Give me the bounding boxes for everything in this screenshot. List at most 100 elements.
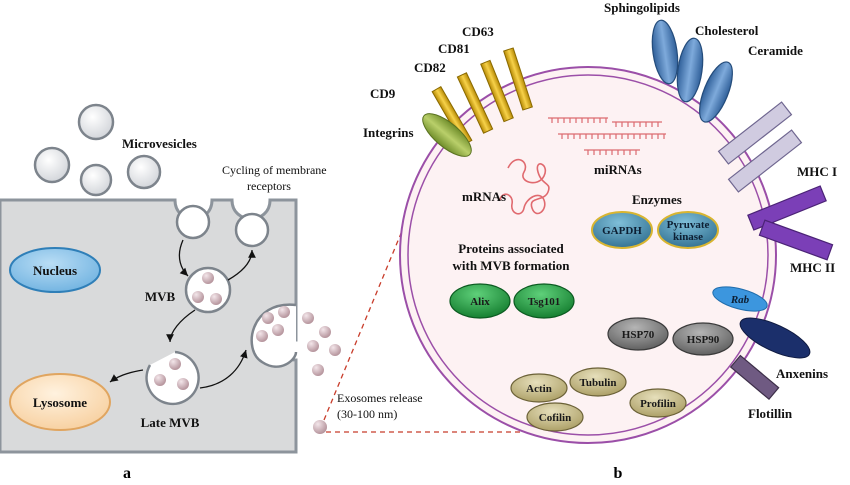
pyruvate-label-line1: Pyruvate (667, 219, 710, 231)
alix-protein (449, 283, 511, 319)
intraluminal-vesicle (272, 324, 284, 336)
mhc-i-label: MHC I (797, 164, 837, 179)
nucleus (9, 247, 101, 293)
intraluminal-vesicle (192, 291, 204, 303)
integrins-label: Integrins (363, 125, 414, 140)
panel-a: Nucleus Lysosome MVB Late MVB (0, 103, 423, 482)
nucleus-label: Nucleus (33, 263, 77, 278)
late-mvb (145, 350, 200, 406)
budding-vesicle (79, 163, 113, 197)
intraluminal-vesicle (262, 312, 274, 324)
profilin-label: Profilin (640, 398, 676, 410)
exosomes-release-label: Exosomes release (337, 391, 423, 405)
cd81-label: CD81 (438, 41, 470, 56)
mrna-strand (499, 158, 550, 215)
late-mvb-label: Late MVB (141, 415, 200, 430)
anxenin-protein (739, 317, 811, 359)
exosome (313, 420, 327, 434)
cycling-label-line1: Cycling of membrane (222, 163, 327, 177)
cofilin-protein (526, 402, 584, 432)
actin-label: Actin (526, 383, 552, 395)
hsp70-protein (607, 317, 669, 351)
mhc-ii-protein (747, 185, 827, 231)
cycling-label-line2: receptors (247, 179, 291, 193)
exosome (307, 340, 319, 352)
panel-a-label: a (123, 465, 131, 482)
cd63-protein (503, 47, 533, 111)
intraluminal-vesicle (210, 293, 222, 305)
sphingolipid (651, 19, 679, 85)
exosome (312, 364, 324, 376)
ceramide-label: Ceramide (748, 43, 803, 58)
mirnas-label: miRNAs (594, 162, 642, 177)
intraluminal-vesicle (256, 330, 268, 342)
pyruvate-label-line2: kinase (673, 231, 703, 243)
mrnas-label: mRNAs (462, 189, 506, 204)
exosome (302, 312, 314, 324)
intraluminal-vesicle (278, 306, 290, 318)
endosome (175, 204, 211, 240)
exosome (319, 326, 331, 338)
mhc-i-protein (717, 101, 793, 165)
cd9-label: CD9 (370, 86, 396, 101)
hsp70-label: HSP70 (622, 329, 655, 341)
intraluminal-vesicle (154, 374, 166, 386)
rab-label: Rab (730, 294, 750, 306)
enzymes-title: Enzymes (632, 192, 682, 207)
exosome (329, 344, 341, 356)
mvb-proteins-title-line2: with MVB formation (453, 258, 571, 273)
tsg101-label: Tsg101 (528, 296, 561, 308)
cd82-protein (456, 72, 494, 134)
arrow-late-mvb-to-lysosome (109, 369, 144, 383)
arrow-mvb-to-cycling (227, 249, 256, 281)
intraluminal-vesicle (202, 272, 214, 284)
exosome-membrane-inner (407, 74, 769, 436)
mirna-strands (548, 117, 666, 155)
profilin-protein (629, 388, 687, 418)
gapdh-label: GAPDH (602, 225, 642, 237)
cofilin-label: Cofilin (539, 412, 571, 424)
cd63-label: CD63 (462, 24, 494, 39)
arrow-endosome-to-mvb (178, 239, 189, 277)
hsp90-protein (672, 322, 734, 356)
pyruvate-kinase-enzyme (657, 211, 719, 249)
actin-protein (510, 373, 568, 403)
tubulin-label: Tubulin (580, 377, 617, 389)
alix-label: Alix (470, 296, 490, 308)
tsg101-protein (513, 283, 575, 319)
lysosome-label: Lysosome (33, 395, 87, 410)
cd82-label: CD82 (414, 60, 446, 75)
ceramide (699, 61, 733, 123)
cholesterol-label: Cholesterol (695, 23, 759, 38)
rab-protein (712, 286, 768, 312)
endosome (234, 212, 270, 248)
cd81-protein (480, 59, 514, 123)
sphingolipids-label: Sphingolipids (604, 0, 680, 15)
gapdh-enzyme (591, 211, 653, 249)
mhc-ii-protein (758, 219, 834, 261)
integrin-protein (422, 113, 472, 157)
panel-b: Rab miRNAs mRNAs Enzymes GAPDH Pyruvate … (363, 0, 837, 482)
arrow-late-mvb-to-fusion (199, 349, 248, 389)
budding-vesicle (126, 154, 162, 190)
tubulin-protein (569, 367, 627, 397)
intraluminal-vesicle (169, 358, 181, 370)
hsp90-label: HSP90 (687, 334, 720, 346)
mvb-label: MVB (145, 289, 176, 304)
flotillin-label: Flotillin (748, 406, 793, 421)
intraluminal-vesicle (177, 378, 189, 390)
cholesterol (676, 37, 704, 103)
budding-vesicle (33, 146, 71, 184)
exosome-size-label: (30-100 nm) (337, 407, 397, 421)
anxenins-label: Anxenins (776, 366, 828, 381)
arrow-mvb-to-late-mvb (166, 309, 196, 343)
mvb-proteins-title-line1: Proteins associated (458, 241, 564, 256)
flotillin-protein (729, 354, 780, 401)
microvesicle (77, 103, 115, 141)
microvesicles-label: Microvesicles (122, 136, 197, 151)
mhc-i-protein (727, 129, 803, 193)
mhc-ii-label: MHC II (790, 260, 835, 275)
panel-b-label: b (614, 465, 623, 482)
lysosome (9, 373, 111, 431)
